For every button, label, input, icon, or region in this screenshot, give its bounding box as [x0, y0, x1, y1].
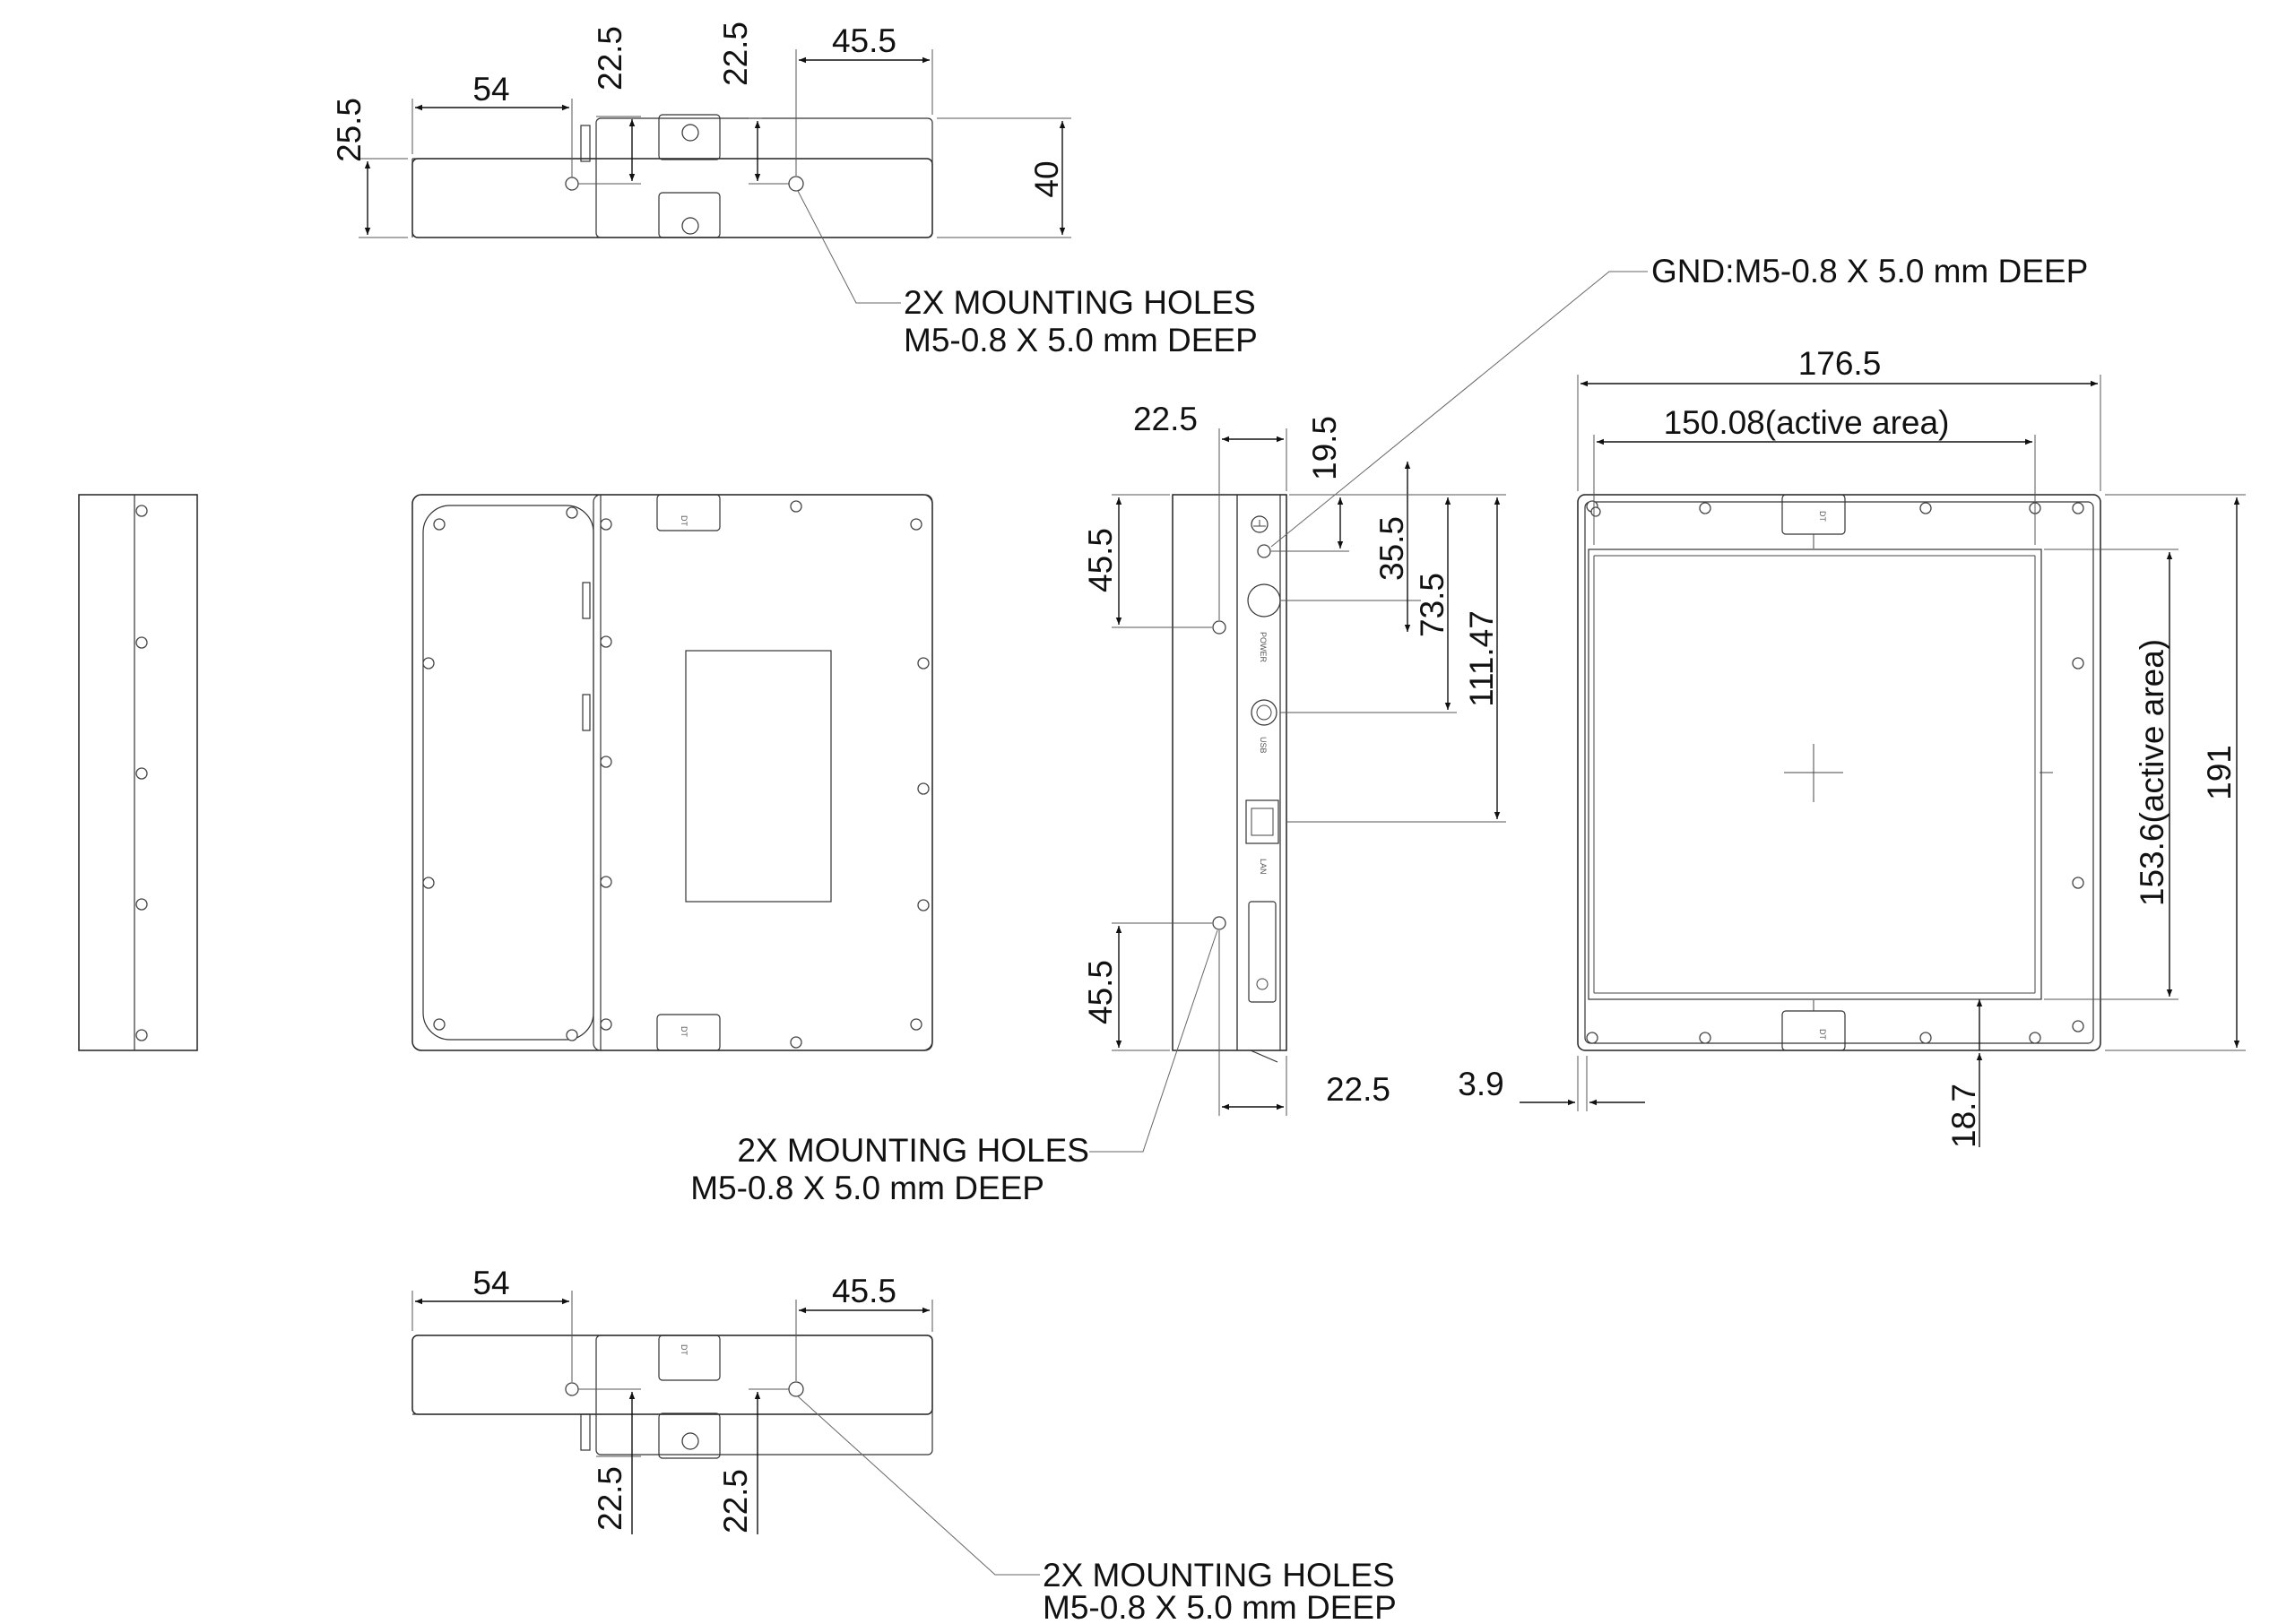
- note-gnd: GND:M5-0.8 X 5.0 mm DEEP: [1651, 253, 2088, 289]
- dim-front-margin-left: 3.9: [1458, 1066, 1503, 1102]
- note-bottom-holes-line2: M5-0.8 X 5.0 mm DEEP: [1043, 1589, 1397, 1624]
- mounting-hole: [565, 177, 579, 191]
- left-side-view: [78, 494, 198, 1051]
- note-bottom-holes-line1: 2X MOUNTING HOLES: [1043, 1557, 1395, 1594]
- dim-top-hole-x2: 45.5: [832, 22, 896, 59]
- note-top-holes-line2: M5-0.8 X 5.0 mm DEEP: [904, 322, 1258, 358]
- tag-front-bottom: DT: [1818, 1029, 1827, 1040]
- dim-top-depth: 40: [1028, 160, 1065, 197]
- dim-front-margin-bottom: 18.7: [1945, 1084, 1982, 1148]
- front-view: DT DT: [1577, 494, 2101, 1051]
- connector-side-view: POWER USB LAN: [1172, 494, 1287, 1063]
- dim-bottom-hole-x2: 45.5: [832, 1273, 896, 1309]
- dim-front-active-w: 150.08(active area): [1664, 404, 1950, 441]
- dim-bottom-slot-a: 22.5: [592, 1466, 628, 1531]
- dim-side-hole-upper: 45.5: [1082, 528, 1119, 592]
- bottom-view: DT: [411, 1335, 933, 1459]
- note-side-holes-line1: 2X MOUNTING HOLES: [737, 1132, 1089, 1169]
- dim-top-slot-b: 22.5: [717, 22, 754, 86]
- top-view: [411, 114, 933, 238]
- gnd-hole: [1257, 544, 1271, 558]
- dim-bottom-hole-x: 54: [472, 1265, 509, 1301]
- active-area: [1588, 549, 2042, 1000]
- dim-side-top-offset: 22.5: [1133, 401, 1198, 437]
- mounting-hole: [788, 176, 804, 192]
- tag-front-top: DT: [1818, 511, 1827, 522]
- back-view: DT DT: [411, 494, 933, 1051]
- tag-slot-bottom: DT: [680, 1026, 688, 1037]
- front-view-dimensions: 176.5 150.08(active area) 153.6(active a…: [1458, 345, 2246, 1148]
- dim-bottom-slot-b: 22.5: [717, 1469, 754, 1533]
- connector-side-dimensions: 22.5 19.5 45.5 35.5 73.5 111.47 45.5 22.…: [690, 253, 2088, 1206]
- tag-slot-top: DT: [680, 515, 688, 526]
- label-usb: USB: [1259, 737, 1268, 754]
- dim-side-gnd-y: 19.5: [1306, 416, 1343, 480]
- dim-front-active-h: 153.6(active area): [2134, 639, 2170, 906]
- dim-top-slot-a: 22.5: [592, 26, 628, 91]
- mounting-hole: [565, 1382, 579, 1396]
- note-side-holes-line2: M5-0.8 X 5.0 mm DEEP: [690, 1170, 1044, 1206]
- dim-front-height: 191: [2201, 745, 2238, 800]
- dim-front-width: 176.5: [1798, 345, 1882, 382]
- usb-port-icon: [1251, 699, 1277, 726]
- label-power: POWER: [1259, 632, 1268, 663]
- dim-side-power-y: 35.5: [1373, 516, 1410, 581]
- mounting-hole: [1212, 620, 1226, 635]
- dim-side-hole-lower: 45.5: [1082, 960, 1119, 1024]
- power-button-icon: [1247, 583, 1281, 618]
- ground-symbol-icon: [1251, 515, 1269, 533]
- mounting-hole: [788, 1381, 804, 1397]
- mounting-hole: [1212, 916, 1226, 930]
- top-view-dimensions: 25.5 54 22.5 22.5 45.5 40 2X MOUNTING HO…: [331, 22, 1258, 358]
- tag-bottom-slot: DT: [680, 1344, 688, 1355]
- note-top-holes-line1: 2X MOUNTING HOLES: [904, 284, 1256, 321]
- dim-top-hole-x: 54: [472, 71, 509, 108]
- dim-side-lan-y: 111.47: [1463, 610, 1500, 707]
- status-panel: [1248, 901, 1277, 1003]
- bottom-view-dimensions: 54 45.5 22.5 22.5 2X MOUNTING HOLES M5-0…: [411, 1265, 1397, 1624]
- dim-side-bottom-offset: 22.5: [1326, 1071, 1390, 1108]
- dim-top-height: 25.5: [331, 98, 368, 162]
- lan-port-icon: [1245, 799, 1279, 844]
- label-lan: LAN: [1259, 859, 1268, 875]
- dim-side-usb-y: 73.5: [1414, 573, 1451, 637]
